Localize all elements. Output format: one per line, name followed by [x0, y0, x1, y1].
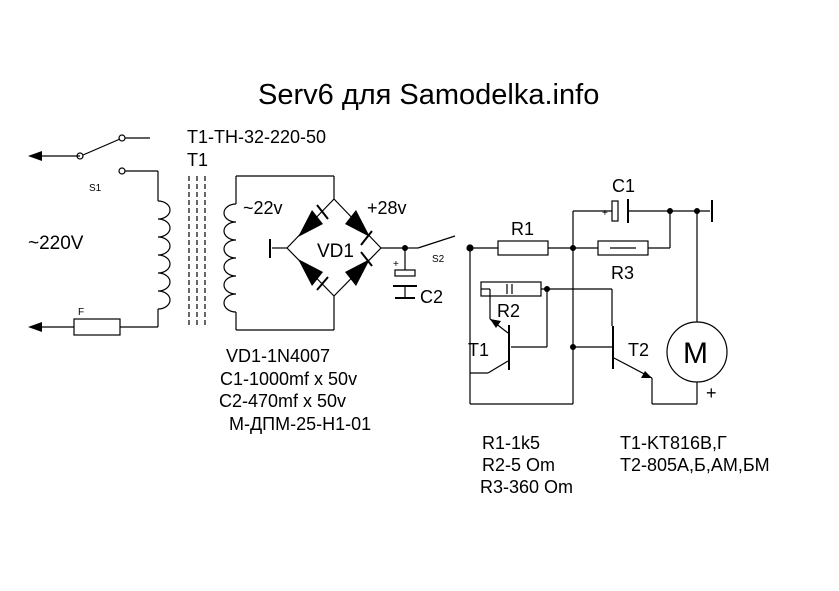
motor-m: M +	[666, 321, 728, 403]
part-motor: М-ДПМ-25-Н1-01	[229, 414, 371, 434]
diode-bridge-vd1: VD1 ~22v +28v	[236, 175, 408, 331]
part-r2: R2-5 Om	[482, 455, 555, 475]
r2-label: R2	[497, 301, 520, 321]
c2-label: C2	[420, 287, 443, 307]
r3-label: R3	[611, 263, 634, 283]
capacitor-c1: + C1	[602, 176, 635, 223]
part-vd1: VD1-1N4007	[226, 346, 330, 366]
part-c1: C1-1000mf x 50v	[220, 369, 357, 389]
input-arrow-bottom	[28, 322, 42, 332]
switch-s2: S2	[405, 235, 474, 265]
t2-label: T2	[628, 340, 649, 360]
transformer-ref-label: T1	[187, 150, 208, 170]
parts-list-transistors: T1-KT816B,Г T2-805A,Б,AM,БМ	[620, 433, 770, 475]
switch-s2-label: S2	[432, 254, 445, 265]
resistor-r2: R2	[480, 281, 542, 321]
transformer-model-label: T1-TH-32-220-50	[187, 127, 326, 147]
part-c2: C2-470mf x 50v	[219, 391, 346, 411]
transistor-t1: T1	[468, 318, 510, 374]
rectified-voltage-label: +28v	[367, 198, 407, 218]
switch-s1-label: S1	[89, 183, 102, 194]
mains-input	[28, 151, 80, 332]
parts-list-left: VD1-1N4007 C1-1000mf x 50v C2-470mf x 50…	[219, 346, 371, 434]
resistor-r1: R1	[497, 219, 549, 256]
motor-circle	[666, 321, 728, 383]
c2-plus-label: +	[393, 259, 399, 270]
bridge-label: VD1	[317, 241, 354, 262]
resistor-r3: R3	[597, 240, 649, 283]
part-r3: R3-360 Om	[480, 477, 573, 497]
part-r1: R1-1k5	[482, 433, 540, 453]
c1-label: C1	[612, 176, 635, 196]
input-arrow-top	[28, 151, 42, 161]
motor-label: M	[683, 337, 708, 370]
c1-plus-label: +	[602, 208, 608, 219]
part-t1: T1-KT816B,Г	[620, 433, 727, 453]
fuse-body	[73, 318, 121, 336]
capacitor-c2: + C2	[393, 248, 443, 307]
transistor-t2: T2	[611, 322, 653, 404]
transformer-t1: T1-TH-32-220-50 T1	[157, 127, 326, 330]
schematic-title: Serv6 для Samodelka.info	[258, 79, 599, 111]
parts-list-resistors: R1-1k5 R2-5 Om R3-360 Om	[480, 433, 573, 497]
secondary-voltage-label: ~22v	[243, 198, 283, 218]
part-t2: T2-805A,Б,AM,БМ	[620, 455, 770, 475]
switch-s1: S1	[76, 134, 158, 194]
t1-label: T1	[468, 340, 489, 360]
motor-plus-label: +	[706, 383, 717, 403]
fuse-f: F	[73, 307, 158, 336]
mains-voltage-label: ~220V	[28, 233, 84, 254]
circuit-wires	[467, 200, 713, 405]
r1-label: R1	[511, 219, 534, 239]
fuse-label: F	[78, 307, 84, 318]
